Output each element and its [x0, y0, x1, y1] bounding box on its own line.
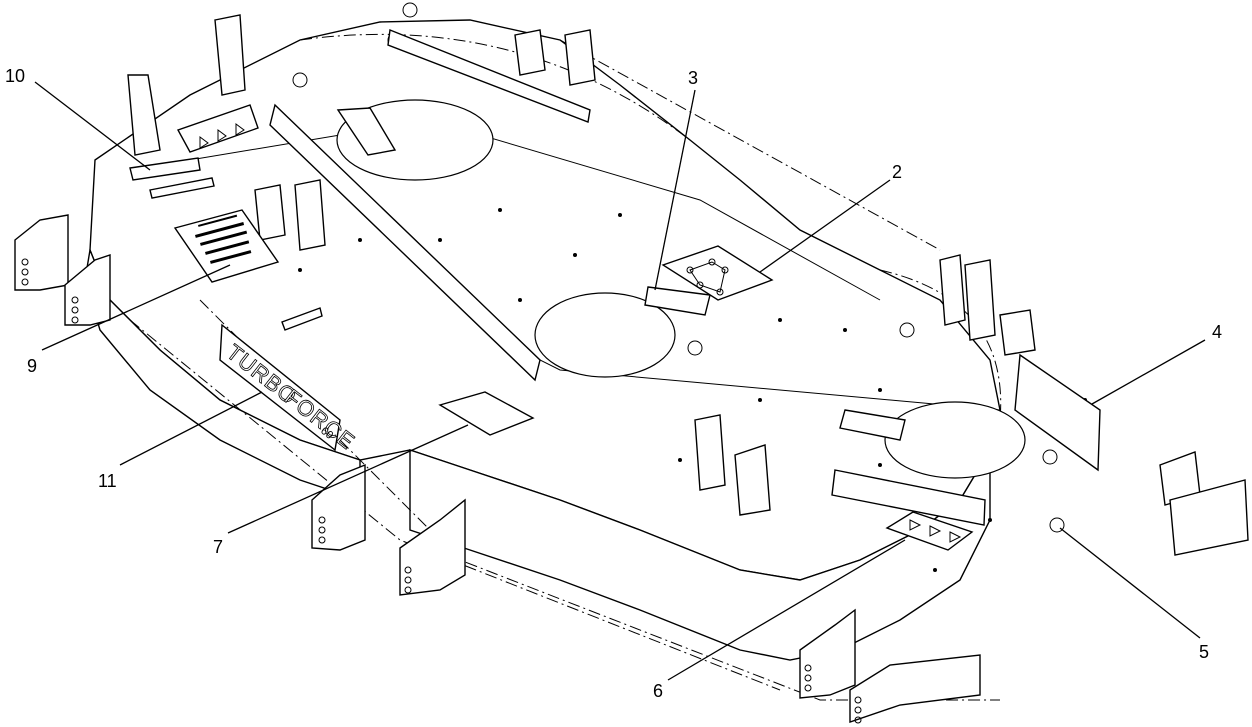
callout-11: 11	[98, 471, 117, 491]
rear-brackets	[127, 14, 1036, 516]
callout-7: 7	[213, 537, 223, 557]
hidden-line-1	[299, 33, 691, 141]
hidden-line-3	[129, 319, 781, 691]
leader-11	[119, 391, 263, 466]
front-anchor-brackets	[14, 214, 1249, 724]
deflector-tab-left	[336, 107, 397, 156]
decal-brand-plate	[219, 323, 341, 452]
brand-model: 60	[318, 425, 335, 442]
callout-5: 5	[1199, 642, 1209, 662]
leader-3	[654, 89, 696, 291]
leader-10	[34, 81, 151, 171]
deck-body	[14, 2, 1249, 724]
decal-warning-7	[438, 391, 535, 436]
callout-6: 6	[653, 681, 663, 701]
callout-9: 9	[27, 356, 37, 376]
leader-2	[759, 179, 891, 273]
callout-10: 10	[5, 66, 25, 86]
blade-opening-right	[884, 401, 1026, 479]
baffle-strip-left	[269, 103, 541, 382]
baffle-strip-right	[1014, 353, 1101, 472]
hidden-line-5	[559, 39, 941, 251]
blade-opening-center	[534, 292, 676, 378]
decal-arrow-strip-rear	[176, 104, 259, 153]
baffle-strip-rear	[387, 29, 591, 123]
decal-info-plate	[173, 209, 280, 283]
arrow-icon	[909, 519, 922, 531]
deflector-tab-right	[839, 409, 906, 441]
mounting-holes	[292, 2, 1087, 572]
deflector-tab-center	[644, 286, 711, 316]
callout-2: 2	[892, 162, 902, 182]
decal-info-plate-text	[195, 214, 252, 264]
decal-slot	[149, 177, 215, 199]
arrow-icon	[199, 136, 209, 149]
leader-6	[667, 539, 906, 681]
callout-3: 3	[688, 68, 698, 88]
callouts: 10 3 2 4 9 11 7 6 5	[5, 66, 1222, 701]
decal-height-of-cut	[129, 157, 201, 181]
leader-4	[1091, 339, 1206, 405]
leader-7	[227, 424, 469, 534]
decals	[129, 104, 974, 551]
leader-5	[1059, 527, 1201, 639]
arrow-icon	[217, 129, 227, 142]
leader-9	[41, 264, 231, 351]
arrow-icon	[949, 531, 962, 543]
arrow-icon	[235, 123, 245, 136]
decal-belt-routing-pulleys	[686, 258, 729, 296]
deck-slot-left	[281, 307, 323, 331]
baffle-strip-front	[831, 469, 986, 526]
arrow-icon	[929, 525, 942, 537]
callout-4: 4	[1212, 322, 1222, 342]
